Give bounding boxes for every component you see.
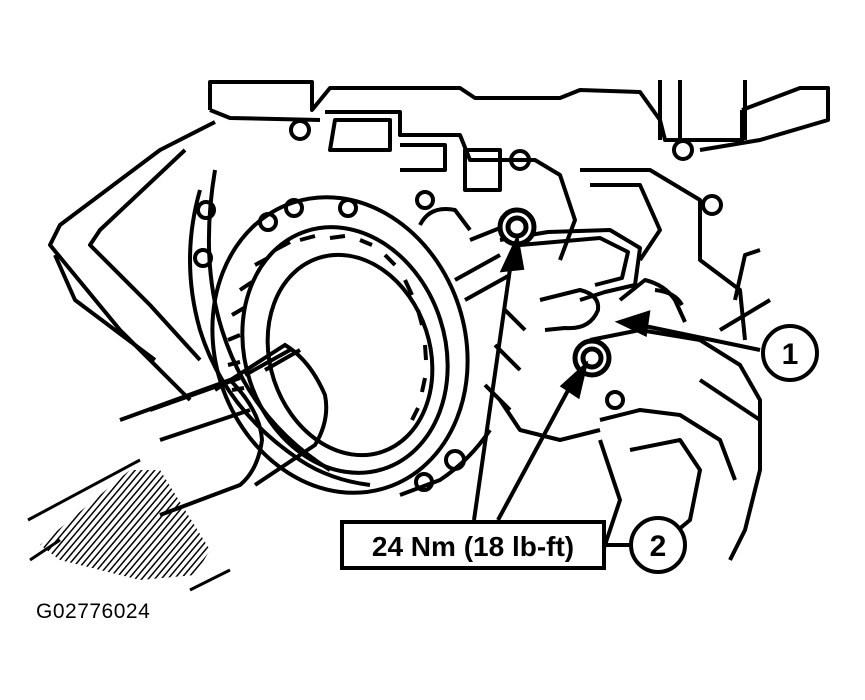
callout-2-number: 2 [650,530,667,563]
output-shaft [119,342,329,517]
shaft-hatched-section [40,470,210,580]
torque-spec-frame [340,520,606,570]
torque-spec-label: 24 Nm (18 lb-ft) [372,531,574,562]
callout-2: 2 [629,516,687,574]
bolt-upper [497,207,537,247]
torque-spec-box: 24 Nm (18 lb-ft) [340,520,606,570]
callout-1-number: 1 [782,338,799,371]
callout-1: 1 [761,324,819,382]
shaft-end-lines [27,458,231,592]
leader-lines [472,233,761,547]
figure-id-code: G02776024 [36,600,151,623]
